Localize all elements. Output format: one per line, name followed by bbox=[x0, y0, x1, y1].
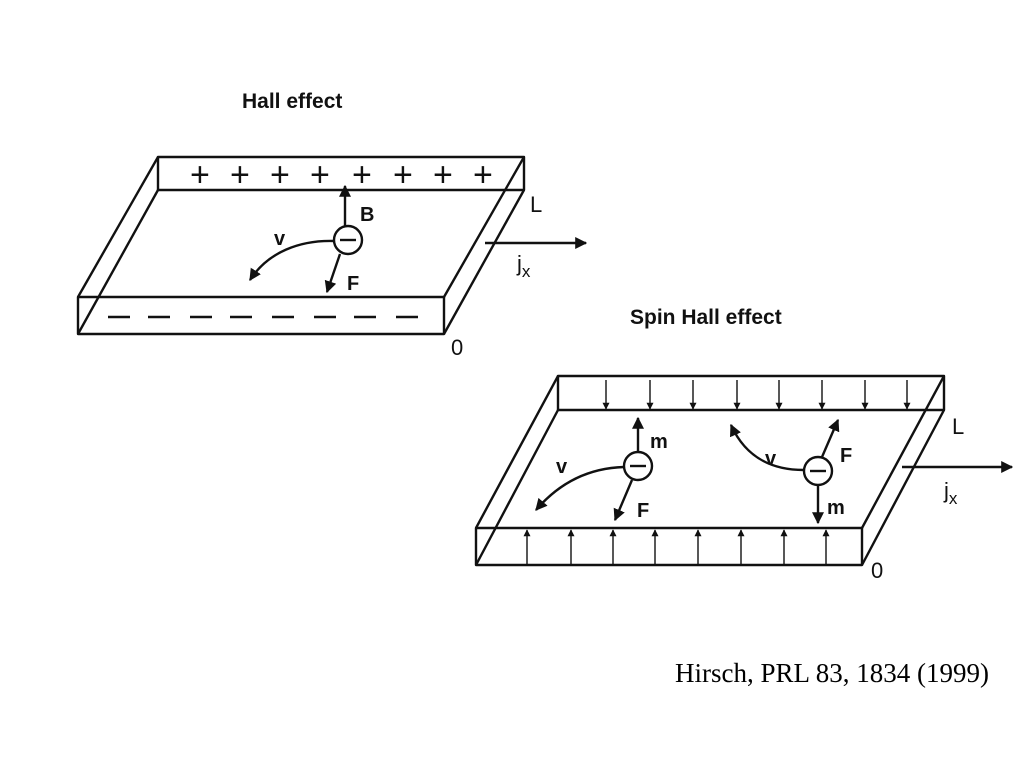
spin-label-j: jx bbox=[943, 478, 958, 508]
spin-hall-effect-diagram: Spin Hall effect bbox=[474, 306, 1014, 583]
plus-sign: + bbox=[433, 156, 453, 194]
spin-label-m-left: m bbox=[650, 431, 668, 453]
hall-label-l: L bbox=[530, 192, 542, 217]
spin-hall-slab bbox=[474, 374, 946, 567]
spin-label-f-right: F bbox=[840, 445, 852, 467]
plus-sign: + bbox=[352, 156, 372, 194]
hall-title: Hall effect bbox=[242, 90, 342, 113]
hall-label-f: F bbox=[347, 273, 359, 295]
hall-electron bbox=[332, 224, 364, 256]
spin-electron-left bbox=[622, 450, 654, 482]
plus-sign: + bbox=[230, 156, 250, 194]
plus-sign: + bbox=[473, 156, 493, 194]
plus-sign: + bbox=[190, 156, 210, 194]
force-arrow-right bbox=[820, 418, 840, 458]
spin-label-m-right: m bbox=[827, 497, 845, 519]
hall-positive-charges: + + + + + + + + bbox=[190, 156, 493, 194]
force-arrow-left bbox=[613, 479, 634, 522]
plus-sign: + bbox=[310, 156, 330, 194]
hall-slab bbox=[76, 155, 526, 336]
spin-electron-right bbox=[802, 455, 834, 487]
spin-label-v-right: v bbox=[765, 448, 777, 470]
velocity-arrow-left bbox=[535, 465, 625, 511]
velocity-arrow-right bbox=[729, 423, 805, 472]
hall-effect-diagram: Hall effect + + + + + + + + bbox=[76, 90, 588, 360]
spin-label-l: L bbox=[952, 414, 964, 439]
plus-sign: + bbox=[270, 156, 290, 194]
force-arrow bbox=[324, 253, 342, 294]
spin-label-v-left: v bbox=[556, 456, 568, 478]
hall-slab-front-face bbox=[76, 295, 446, 336]
spin-hall-title: Spin Hall effect bbox=[630, 306, 782, 329]
hall-label-b: B bbox=[360, 204, 374, 226]
spin-slab-front-face bbox=[474, 526, 864, 567]
spin-label-f-left: F bbox=[637, 500, 649, 522]
spin-up-arrows bbox=[523, 529, 830, 564]
velocity-arrow bbox=[248, 239, 335, 282]
hall-label-zero: 0 bbox=[451, 335, 463, 360]
plus-sign: + bbox=[393, 156, 413, 194]
spin-slab-back-face bbox=[556, 374, 946, 412]
hall-label-j: jx bbox=[516, 251, 531, 281]
citation: Hirsch, PRL 83, 1834 (1999) bbox=[675, 658, 989, 688]
hall-label-v: v bbox=[274, 228, 286, 250]
spin-label-zero: 0 bbox=[871, 558, 883, 583]
hall-slab-back-face bbox=[156, 155, 526, 192]
spin-down-arrows bbox=[602, 380, 911, 410]
